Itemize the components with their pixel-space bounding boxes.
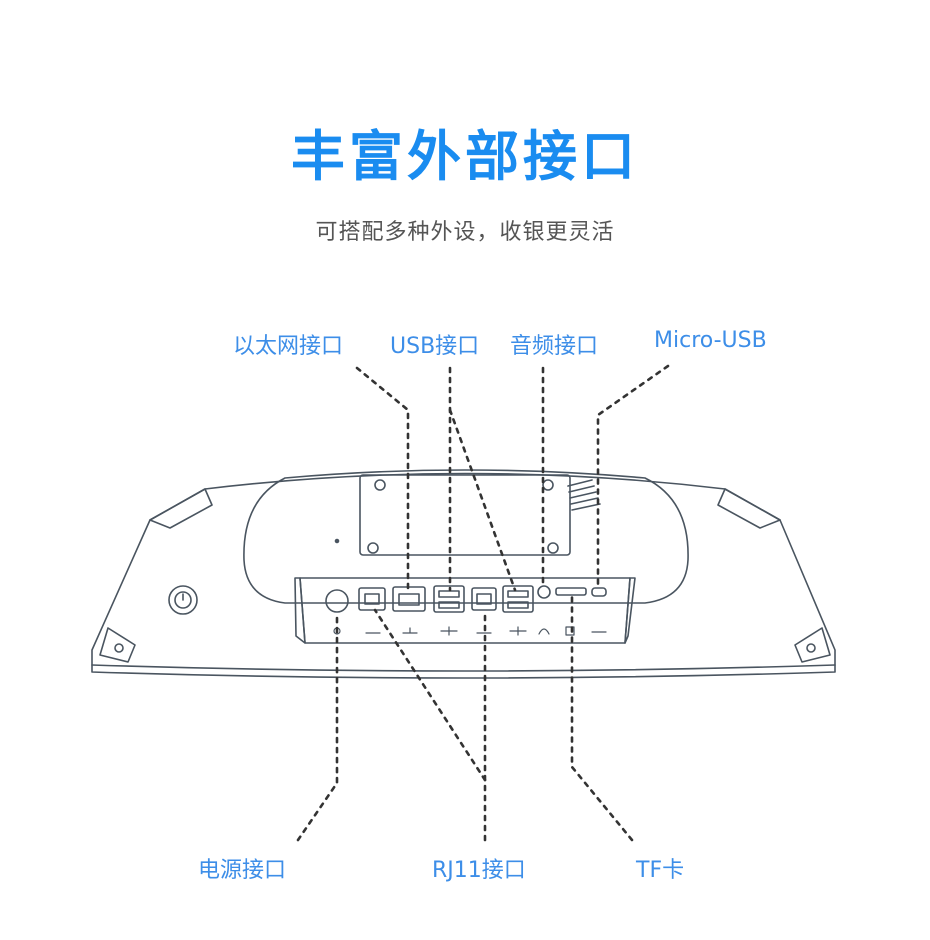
micro-usb-port bbox=[591, 587, 607, 597]
label-usb: USB接口 bbox=[390, 334, 480, 359]
ethernet-port bbox=[392, 586, 426, 612]
label-rj11: RJ11接口 bbox=[432, 858, 526, 883]
corner-bracket-left-top bbox=[149, 488, 213, 529]
vesa-plate bbox=[359, 474, 571, 556]
corner-bracket-right-top bbox=[717, 488, 781, 529]
tf-slot bbox=[555, 587, 587, 596]
leader-rj11-1 bbox=[373, 608, 487, 842]
device-bottom-edge bbox=[91, 664, 836, 672]
power-jack bbox=[325, 589, 349, 613]
leader-ethernet bbox=[355, 366, 410, 592]
vent-slots bbox=[567, 479, 601, 511]
device-body bbox=[91, 472, 836, 679]
label-power: 电源接口 bbox=[198, 858, 287, 883]
page-subtitle: 可搭配多种外设，收银更灵活 bbox=[315, 220, 615, 245]
power-button-icon bbox=[168, 585, 198, 615]
corner-bracket-left-bottom bbox=[99, 627, 136, 663]
label-audio: 音频接口 bbox=[510, 334, 599, 359]
audio-jack bbox=[537, 585, 551, 599]
rj11-port-1 bbox=[358, 587, 386, 611]
rj11-port-2 bbox=[471, 587, 497, 611]
corner-bracket-right-bottom bbox=[794, 627, 831, 663]
page-title: 丰富外部接口 bbox=[291, 125, 639, 188]
rear-housing bbox=[243, 469, 689, 604]
leader-power bbox=[296, 613, 339, 842]
label-ethernet: 以太网接口 bbox=[233, 334, 344, 359]
label-tf: TF卡 bbox=[636, 858, 685, 883]
leader-tf bbox=[570, 593, 634, 842]
leader-micro-usb bbox=[596, 364, 670, 587]
usb-port-1 bbox=[433, 585, 465, 613]
usb-port-2 bbox=[502, 585, 534, 613]
leader-usb-2 bbox=[448, 408, 517, 592]
label-micro-usb: Micro-USB bbox=[654, 328, 767, 353]
